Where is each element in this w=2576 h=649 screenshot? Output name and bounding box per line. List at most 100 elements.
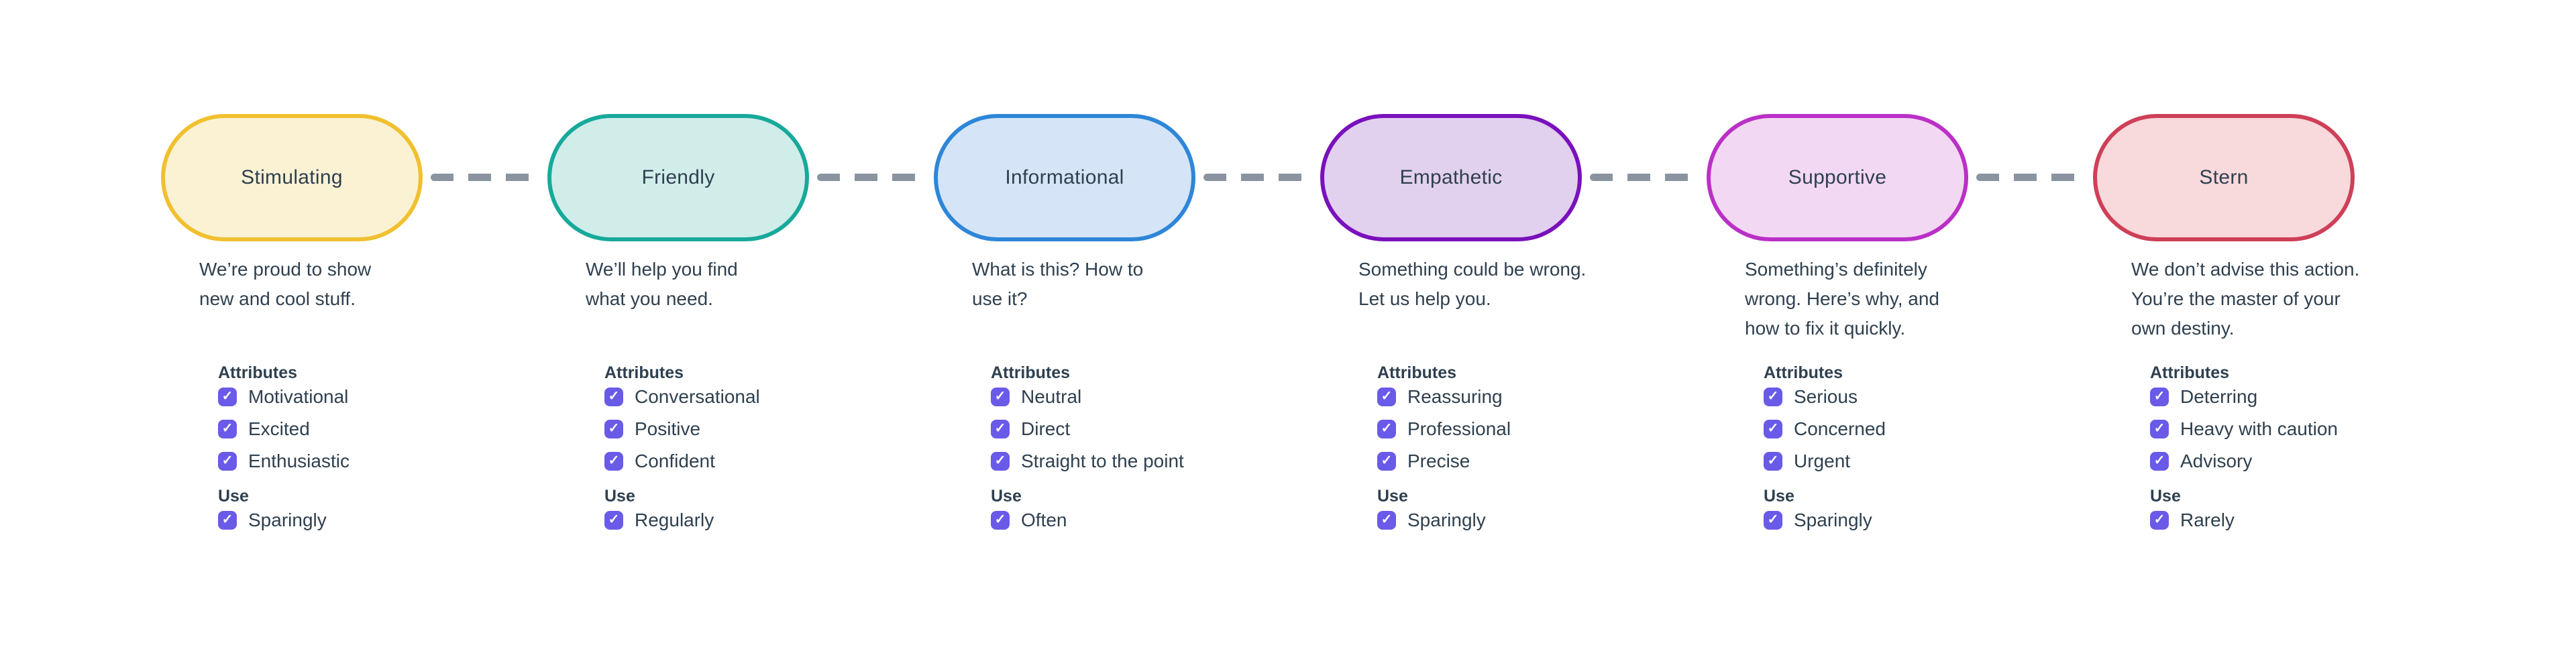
tone-description: What is this? How to use it? — [972, 259, 1144, 309]
checkbox-checked[interactable]: ✓ — [604, 388, 623, 406]
dashed-connector-line — [817, 174, 926, 181]
attribute-row: ✓ Serious — [1764, 388, 2079, 406]
checkbox-checked[interactable]: ✓ — [1377, 452, 1396, 471]
checkmark-icon: ✓ — [221, 453, 233, 468]
checkbox-checked[interactable]: ✓ — [991, 452, 1010, 471]
use-header: Use — [1764, 487, 1794, 506]
checkbox-checked[interactable]: ✓ — [1764, 420, 1782, 438]
checkbox-checked[interactable]: ✓ — [2150, 388, 2169, 406]
checkbox-checked[interactable]: ✓ — [218, 388, 237, 406]
dashed-connector-line — [1590, 174, 1699, 181]
attribute-row: ✓ Professional — [1377, 420, 1693, 438]
attribute-row: ✓ Enthusiastic — [218, 452, 533, 471]
checkmark-icon: ✓ — [221, 421, 233, 436]
checkbox-checked[interactable]: ✓ — [1377, 388, 1396, 406]
checkbox-checked[interactable]: ✓ — [1377, 511, 1396, 530]
use-header: Use — [991, 487, 1022, 506]
tone-pill-label: Stern — [2199, 166, 2249, 188]
tone-attributes-section: Attributes ✓ Conversational ✓ Positive ✓… — [604, 362, 920, 543]
use-row: ✓ Sparingly — [1377, 511, 1693, 530]
checkmark-icon: ✓ — [1381, 421, 1393, 436]
checkmark-icon: ✓ — [1381, 453, 1393, 468]
checkmark-icon: ✓ — [1381, 389, 1393, 404]
attribute-row: ✓ Advisory — [2150, 452, 2465, 471]
attribute-row: ✓ Urgent — [1764, 452, 2079, 471]
attribute-label: Professional — [1407, 418, 1511, 439]
checkmark-icon: ✓ — [1381, 512, 1393, 527]
checkbox-checked[interactable]: ✓ — [1377, 420, 1396, 438]
tone-pill-label: Friendly — [641, 166, 715, 188]
attribute-label: Deterring — [2180, 386, 2258, 407]
checkbox-checked[interactable]: ✓ — [991, 420, 1010, 438]
use-row: ✓ Regularly — [604, 511, 920, 530]
attribute-label: Serious — [1794, 386, 1858, 407]
tone-pill: Stimulating — [161, 114, 423, 241]
checkbox-checked[interactable]: ✓ — [604, 511, 623, 530]
checkmark-icon: ✓ — [994, 389, 1006, 404]
checkbox-checked[interactable]: ✓ — [2150, 511, 2169, 530]
checkbox-checked[interactable]: ✓ — [991, 511, 1010, 530]
attribute-row: ✓ Neutral — [991, 388, 1306, 406]
use-label: Often — [1021, 510, 1067, 530]
use-row: ✓ Often — [991, 511, 1306, 530]
attribute-label: Confident — [635, 451, 715, 471]
use-header: Use — [218, 487, 249, 506]
tone-column: Friendly We’ll help you find what you ne… — [547, 114, 934, 530]
use-row: ✓ Sparingly — [218, 511, 533, 530]
attribute-row: ✓ Deterring — [2150, 388, 2465, 406]
checkmark-icon: ✓ — [1767, 453, 1779, 468]
checkmark-icon: ✓ — [994, 512, 1006, 527]
use-row: ✓ Sparingly — [1764, 511, 2079, 530]
tone-column: Stern We don’t advise this action. You’r… — [2093, 114, 2479, 530]
dashed-connector-line — [1976, 174, 2085, 181]
tone-attributes-section: Attributes ✓ Neutral ✓ Direct ✓ Straight… — [991, 362, 1306, 543]
attribute-row: ✓ Positive — [604, 420, 920, 438]
checkbox-checked[interactable]: ✓ — [218, 452, 237, 471]
attribute-label: Heavy with caution — [2180, 418, 2339, 439]
attribute-row: ✓ Conversational — [604, 388, 920, 406]
tone-column: Supportive Something’s definitely wrong.… — [1707, 114, 2093, 530]
checkmark-icon: ✓ — [221, 389, 233, 404]
tone-pill: Supportive — [1707, 114, 1968, 241]
attribute-label: Precise — [1407, 451, 1470, 471]
use-header: Use — [604, 487, 635, 506]
checkmark-icon: ✓ — [608, 389, 620, 404]
checkbox-checked[interactable]: ✓ — [1764, 452, 1782, 471]
tone-column: Stimulating We’re proud to show new and … — [161, 114, 547, 530]
checkbox-checked[interactable]: ✓ — [604, 452, 623, 471]
attributes-header: Attributes — [1377, 363, 1457, 382]
tone-description: Something could be wrong. Let us help yo… — [1358, 259, 1587, 309]
dashed-connector-line — [431, 174, 539, 181]
attribute-row: ✓ Motivational — [218, 388, 533, 406]
checkbox-checked[interactable]: ✓ — [1764, 511, 1782, 530]
attribute-row: ✓ Confident — [604, 452, 920, 471]
checkbox-checked[interactable]: ✓ — [1764, 388, 1782, 406]
attribute-label: Advisory — [2180, 451, 2253, 471]
use-header: Use — [2150, 487, 2181, 506]
tone-attributes-section: Attributes ✓ Motivational ✓ Excited ✓ En… — [218, 362, 533, 543]
attribute-label: Straight to the point — [1021, 451, 1184, 471]
tone-column: Empathetic Something could be wrong. Let… — [1320, 114, 1707, 530]
checkbox-checked[interactable]: ✓ — [2150, 420, 2169, 438]
use-row: ✓ Rarely — [2150, 511, 2465, 530]
checkbox-checked[interactable]: ✓ — [218, 511, 237, 530]
attribute-label: Motivational — [248, 386, 349, 407]
attributes-header: Attributes — [991, 363, 1071, 382]
attributes-header: Attributes — [218, 363, 298, 382]
checkmark-icon: ✓ — [221, 512, 233, 527]
checkbox-checked[interactable]: ✓ — [604, 420, 623, 438]
checkmark-icon: ✓ — [2153, 421, 2165, 436]
checkbox-checked[interactable]: ✓ — [991, 388, 1010, 406]
attribute-label: Reassuring — [1407, 386, 1503, 407]
checkbox-checked[interactable]: ✓ — [2150, 452, 2169, 471]
tone-description: We don’t advise this action. You’re the … — [2131, 259, 2360, 339]
attribute-row: ✓ Direct — [991, 420, 1306, 438]
tone-pill-label: Stimulating — [241, 166, 343, 188]
checkmark-icon: ✓ — [2153, 389, 2165, 404]
use-header: Use — [1377, 487, 1408, 506]
tone-attributes-section: Attributes ✓ Reassuring ✓ Professional ✓… — [1377, 362, 1693, 543]
attribute-row: ✓ Concerned — [1764, 420, 2079, 438]
checkbox-checked[interactable]: ✓ — [218, 420, 237, 438]
use-label: Regularly — [635, 510, 714, 530]
use-label: Sparingly — [1794, 510, 1872, 530]
